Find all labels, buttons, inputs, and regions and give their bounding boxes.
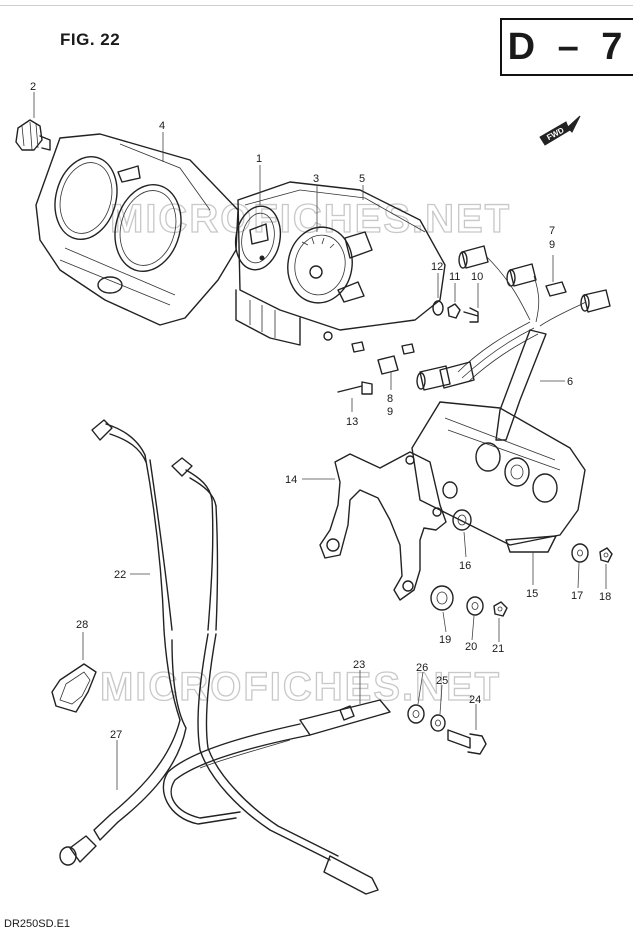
top-rule [0, 5, 633, 6]
part-10-screw [463, 307, 479, 323]
callout-9a: 9 [549, 239, 555, 251]
part-24-bolt [447, 729, 487, 755]
callout-2: 2 [30, 81, 36, 93]
part-25-washer [430, 714, 446, 732]
callout-13: 13 [346, 416, 358, 428]
part-18-nut [599, 547, 613, 563]
part-6-wiring-harness [416, 255, 587, 441]
part-7-bulb-socket [458, 245, 611, 313]
callout-7: 7 [549, 225, 555, 237]
callout-1: 1 [256, 153, 262, 165]
callout-15: 15 [526, 588, 538, 600]
part-16-grommet [452, 509, 472, 531]
callout-11: 11 [449, 271, 460, 283]
part-5-meter-case [235, 181, 446, 346]
part-13-screw [337, 381, 373, 395]
callout-27: 27 [110, 729, 122, 741]
callout-20: 20 [465, 641, 477, 653]
part-14-bracket [319, 451, 447, 601]
part-23-cable-guide [162, 699, 391, 825]
fwd-arrow-icon: FWD [539, 115, 581, 146]
part-20-washer [466, 596, 484, 616]
callout-18: 18 [599, 591, 611, 603]
part-17-washer [571, 543, 589, 563]
callout-19: 19 [439, 634, 451, 646]
callout-28: 28 [76, 619, 88, 631]
leader-lines [33, 92, 607, 790]
part-19-grommet [430, 585, 454, 611]
watermark-top: MICROFICHES.NET [110, 197, 511, 241]
callout-21: 21 [492, 643, 504, 655]
callout-labels: 2 4 1 3 5 7 9 12 11 10 6 8 9 13 14 15 16… [30, 81, 611, 741]
callout-14: 14 [285, 474, 297, 486]
callout-5: 5 [359, 173, 365, 185]
callout-16: 16 [459, 560, 471, 572]
callout-8: 8 [387, 393, 393, 405]
watermark-bottom: MICROFICHES.NET [100, 665, 501, 709]
callout-22: 22 [114, 569, 126, 581]
part-26-washer [407, 704, 425, 724]
page-code-box: D – 7 [500, 18, 633, 76]
part-1-gauge [234, 205, 282, 271]
callout-4: 4 [159, 120, 165, 132]
callout-6: 6 [567, 376, 573, 388]
callout-26: 26 [416, 662, 428, 674]
callout-12: 12 [431, 261, 443, 273]
callout-25: 25 [436, 675, 448, 687]
callout-10: 10 [471, 271, 483, 283]
callout-23: 23 [353, 659, 365, 671]
footer-code: DR250SD.E1 [4, 918, 71, 930]
callout-9b: 9 [387, 406, 393, 418]
part-4-meter-cover [35, 133, 239, 326]
figure-label: FIG. 22 [60, 30, 121, 49]
callout-3: 3 [313, 173, 319, 185]
part-12-washer [432, 300, 444, 316]
part-2-knob [15, 119, 51, 151]
part-8-bulb [351, 341, 415, 375]
part-21-nut [493, 601, 508, 617]
part-11-nut [447, 303, 461, 319]
callout-17: 17 [571, 590, 583, 602]
callout-24: 24 [469, 694, 481, 706]
part-28-clip [51, 663, 97, 713]
part-27-speedometer-cable [59, 639, 187, 866]
part-22-tachometer-cable [91, 419, 379, 895]
